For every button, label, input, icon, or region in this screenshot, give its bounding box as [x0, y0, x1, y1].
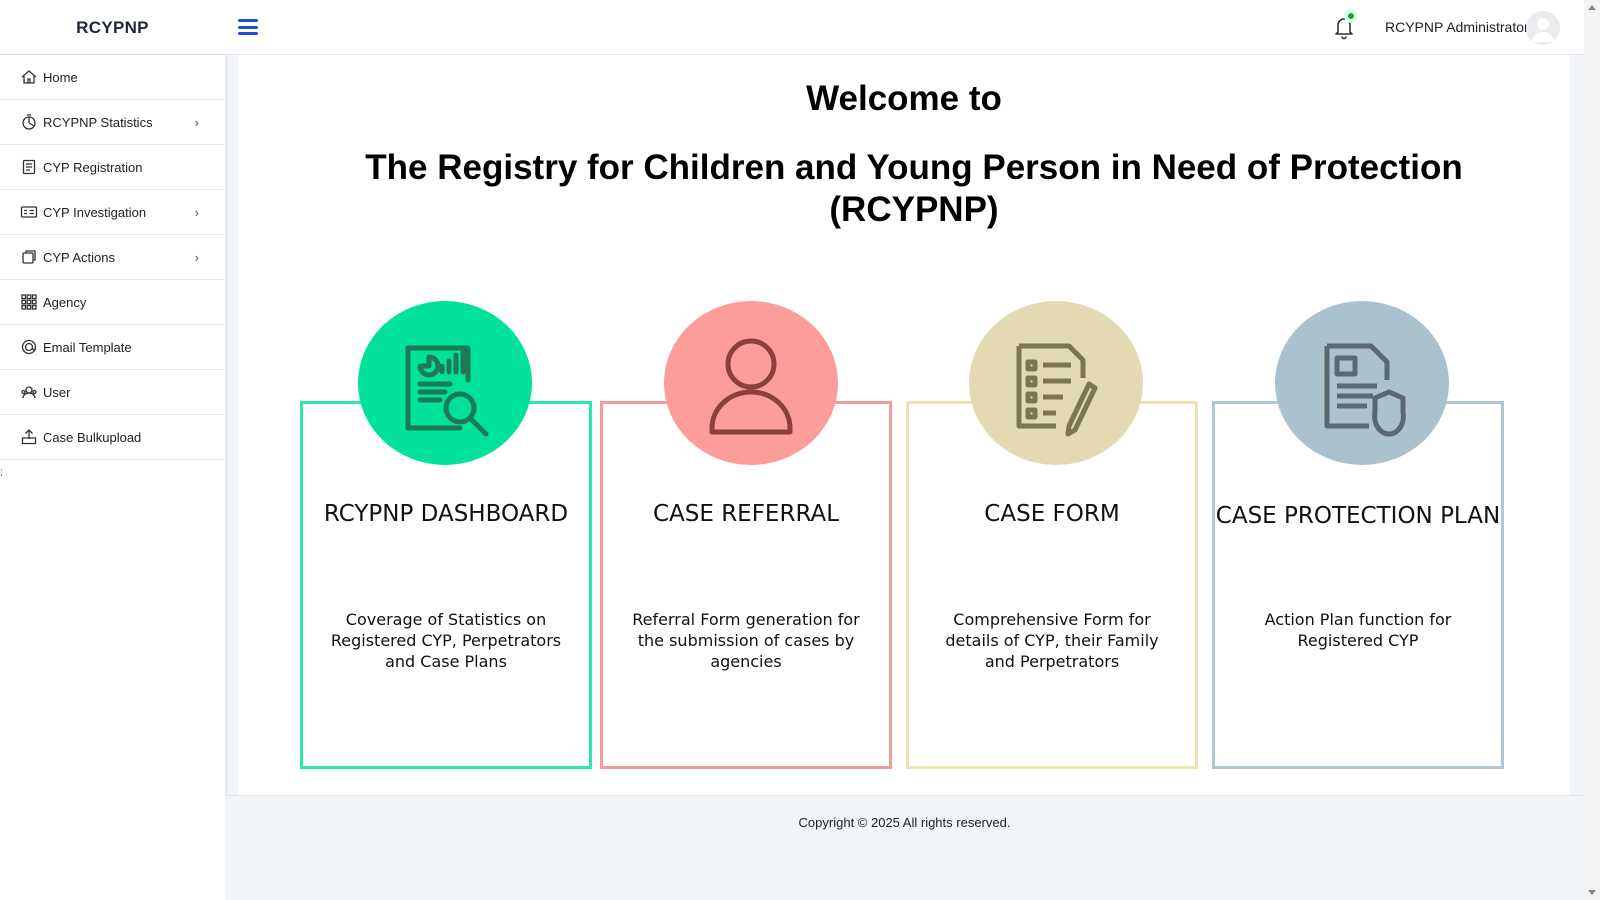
copyright-text: Copyright © 2025 All rights reserved.	[798, 815, 1011, 830]
sidebar: Home RCYPNP Statistics › CYP Registratio…	[0, 55, 225, 900]
chevron-right-icon: ›	[194, 115, 199, 130]
top-bar: RCYPNP RCYPNP Administrator	[0, 0, 1584, 55]
sidebar-item-agency[interactable]: Agency	[0, 280, 225, 325]
sidebar-item-label: Agency	[43, 294, 87, 310]
user-avatar[interactable]	[1526, 11, 1560, 45]
scroll-up-arrow-icon[interactable]	[1588, 5, 1596, 10]
person-icon	[709, 338, 793, 435]
card-title: CASE FORM	[984, 501, 1120, 527]
brand-logo[interactable]: RCYPNP	[76, 17, 149, 37]
referral-circle[interactable]	[664, 301, 838, 465]
actions-icon	[20, 248, 38, 266]
sidebar-item-label: CYP Registration	[43, 159, 143, 175]
investigation-icon	[20, 203, 38, 221]
home-icon	[20, 68, 38, 86]
sidebar-item-cyp-registration[interactable]: CYP Registration	[0, 145, 225, 190]
chevron-right-icon: ›	[194, 250, 199, 265]
card-description: Referral Form generation for the submiss…	[632, 610, 860, 671]
sidebar-item-user[interactable]: User	[0, 370, 225, 415]
card-description: Coverage of Statistics on Registered CYP…	[330, 610, 562, 671]
registry-title: The Registry for Children and Young Pers…	[365, 148, 1463, 229]
user-icon	[20, 383, 38, 401]
card-title: CASE PROTECTION PLAN	[1215, 503, 1501, 529]
sidebar-item-home[interactable]: Home	[0, 55, 225, 100]
page-scrollbar[interactable]	[1584, 0, 1600, 900]
sidebar-item-cyp-investigation[interactable]: CYP Investigation ›	[0, 190, 225, 235]
sidebar-item-label: Email Template	[43, 339, 132, 355]
sidebar-item-label: CYP Investigation	[43, 204, 147, 220]
registration-icon	[20, 158, 38, 176]
sidebar-item-label: CYP Actions	[43, 249, 116, 265]
chevron-right-icon: ›	[194, 205, 199, 220]
footer: Copyright © 2025 All rights reserved.	[225, 795, 1584, 900]
report-magnifier-icon	[405, 345, 489, 437]
user-name[interactable]: RCYPNP Administrator	[1385, 19, 1529, 35]
upload-icon	[20, 428, 38, 446]
scroll-down-arrow-icon[interactable]	[1588, 890, 1596, 895]
sidebar-item-email-template[interactable]: Email Template	[0, 325, 225, 370]
card-description: Action Plan function for Registered CYP	[1264, 610, 1452, 650]
main-content: Welcome to The Registry for Children and…	[238, 55, 1570, 795]
menu-toggle-icon[interactable]	[236, 16, 260, 38]
stray-text: ;	[0, 467, 3, 478]
agency-grid-icon	[20, 293, 38, 311]
notification-indicator	[1344, 9, 1358, 23]
sidebar-item-cyp-actions[interactable]: CYP Actions ›	[0, 235, 225, 280]
welcome-heading: Welcome to	[806, 79, 1002, 118]
sidebar-item-label: User	[43, 384, 71, 400]
sidebar-item-label: Case Bulkupload	[43, 429, 142, 445]
card-description: Comprehensive Form for details of CYP, t…	[945, 610, 1159, 671]
email-icon	[20, 338, 38, 356]
statistics-icon	[20, 113, 38, 131]
protection-plan-circle[interactable]	[1275, 301, 1449, 465]
card-title: CASE REFERRAL	[652, 501, 840, 527]
case-form-circle[interactable]	[969, 301, 1143, 465]
dashboard-circle[interactable]	[358, 301, 532, 465]
sidebar-item-label: Home	[43, 69, 78, 85]
sidebar-item-rcypnp-statistics[interactable]: RCYPNP Statistics ›	[0, 100, 225, 145]
sidebar-item-case-bulkupload[interactable]: Case Bulkupload	[0, 415, 225, 460]
card-title: RCYPNP DASHBOARD	[323, 501, 569, 527]
sidebar-item-label: RCYPNP Statistics	[43, 114, 153, 130]
form-pen-icon	[1016, 343, 1098, 437]
card-rcypnp-dashboard[interactable]: RCYPNP DASHBOARD Coverage of Statistics …	[300, 401, 592, 769]
document-shield-icon	[1324, 343, 1406, 437]
